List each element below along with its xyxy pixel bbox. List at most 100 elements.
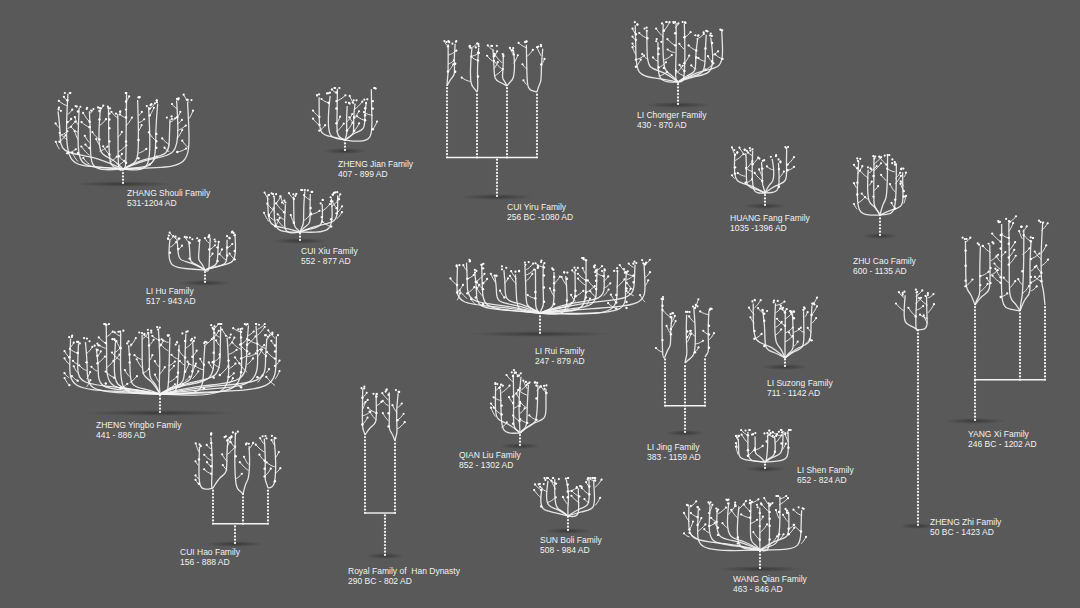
- tree-bud: [256, 343, 258, 345]
- tree-bud: [589, 290, 591, 292]
- tree-bud: [1017, 278, 1019, 280]
- tree-bud: [141, 111, 143, 113]
- tree-bud: [225, 335, 227, 337]
- tree-bud: [566, 299, 568, 301]
- tree-bud: [263, 192, 265, 194]
- tree-twig: [373, 122, 377, 130]
- family-tree: [449, 257, 651, 337]
- tree-bud: [753, 338, 755, 340]
- tree-bud: [82, 112, 84, 114]
- tree-bud: [616, 270, 618, 272]
- tree-twig: [155, 375, 159, 383]
- tree-bud: [218, 330, 220, 332]
- tree-twig: [759, 169, 762, 176]
- tree-branch: [540, 264, 645, 313]
- tree-bud: [708, 333, 710, 335]
- tree-bud: [1021, 270, 1023, 272]
- tree-bud: [774, 450, 776, 452]
- tree-twig: [767, 433, 775, 438]
- tree-bud: [902, 167, 904, 169]
- tree-twig: [1041, 260, 1048, 266]
- tree-bud: [690, 330, 692, 332]
- tree-bud: [301, 189, 303, 191]
- tree-bud: [133, 354, 135, 356]
- tree-bud: [215, 339, 217, 341]
- tree-bud: [128, 361, 130, 363]
- tree-bud: [734, 154, 736, 156]
- tree-bud: [60, 110, 62, 112]
- tree-bud: [243, 456, 245, 458]
- tree-bud: [738, 435, 740, 437]
- tree-bud: [267, 329, 269, 331]
- tree-bud: [520, 372, 522, 374]
- tree-twig: [500, 291, 504, 298]
- tree-bud: [71, 336, 73, 338]
- tree-bud: [364, 119, 366, 121]
- tree-twig: [576, 291, 584, 296]
- tree-branch: [503, 56, 507, 86]
- tree-twig: [494, 54, 502, 63]
- tree-bud: [259, 437, 261, 439]
- tree-bud: [1014, 280, 1016, 282]
- tree-bud: [511, 371, 513, 373]
- tree-bud: [543, 58, 545, 60]
- tree-bud: [226, 439, 228, 441]
- tree-bud: [228, 252, 230, 254]
- tree-twig: [881, 175, 886, 181]
- tree-bud: [1047, 222, 1049, 224]
- tree-twig: [1009, 250, 1014, 258]
- tree-bud: [493, 60, 495, 62]
- tree-bud: [574, 289, 576, 291]
- tree-bud: [192, 110, 194, 112]
- tree-twig: [620, 265, 627, 273]
- tree-bud: [54, 122, 56, 124]
- tree-twig: [170, 233, 179, 241]
- tree-bud: [335, 91, 337, 93]
- tree-bud: [228, 237, 230, 239]
- tree-bud: [763, 320, 765, 322]
- tree-bud: [999, 247, 1001, 249]
- tree-bud: [293, 222, 295, 224]
- tree-bud: [625, 290, 627, 292]
- tree-bud: [511, 49, 513, 51]
- tree-bud: [303, 194, 305, 196]
- tree-bud: [595, 274, 597, 276]
- tree-twig: [633, 47, 636, 54]
- tree-bud: [753, 449, 755, 451]
- tree-bud: [802, 309, 804, 311]
- tree-bud: [307, 189, 309, 191]
- tree-bud: [628, 262, 630, 264]
- tree-bud: [152, 339, 154, 341]
- tree-bud: [503, 296, 505, 298]
- tree-bud: [198, 240, 200, 242]
- tree-branch: [475, 273, 540, 313]
- tree-bud: [631, 42, 633, 44]
- tree-bud: [365, 102, 367, 104]
- tree-bud: [153, 107, 155, 109]
- tree-twig: [364, 112, 373, 115]
- tree-twig: [695, 299, 698, 308]
- tree-bud: [292, 193, 294, 195]
- tree-bud: [310, 191, 312, 193]
- tree-branch: [775, 303, 785, 358]
- tree-bud: [167, 237, 169, 239]
- tree-bud: [710, 32, 712, 34]
- tree-twig: [75, 117, 78, 125]
- tree-bud: [236, 349, 238, 351]
- tree-twig: [676, 71, 684, 76]
- tree-bud: [234, 234, 236, 236]
- tree-bud: [234, 250, 236, 252]
- tree-bud: [677, 22, 679, 24]
- tree-bud: [137, 157, 139, 159]
- tree-bud: [88, 126, 90, 128]
- tree-bud: [183, 94, 185, 96]
- tree-twig: [513, 416, 519, 421]
- tree-branch: [765, 431, 788, 462]
- tree-bud: [482, 303, 484, 305]
- family-tree: [263, 189, 343, 244]
- tree-twig: [460, 290, 468, 298]
- tree-bud: [265, 376, 267, 378]
- tree-bud: [744, 182, 746, 184]
- tree-bud: [443, 40, 445, 42]
- tree-twig: [204, 455, 211, 461]
